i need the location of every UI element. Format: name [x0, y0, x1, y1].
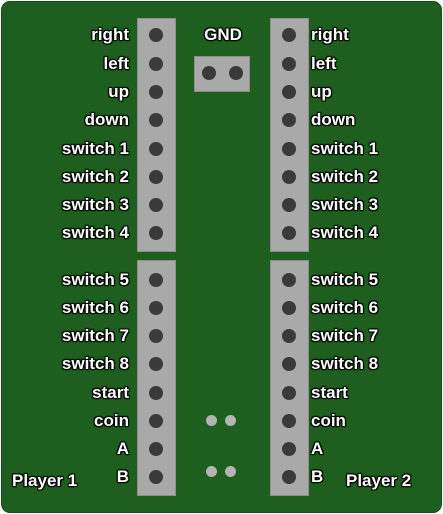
player1-pin-label: right [91, 25, 129, 44]
pin-hole [282, 226, 296, 240]
player2-pin-label: switch 6 [311, 298, 379, 317]
player1-pin-label: switch 1 [61, 139, 129, 158]
gnd-pin-hole [229, 66, 243, 80]
player2-pin-label: switch 5 [311, 270, 379, 289]
player1-pin-label: switch 6 [61, 298, 129, 317]
player1-upper-header [137, 18, 176, 252]
player1-pin-label: left [103, 54, 130, 73]
player2-pin-label: A [311, 439, 324, 458]
player2-pin-label: start [311, 383, 348, 402]
pin-hole [282, 113, 296, 127]
pin-hole [149, 198, 163, 212]
pin-hole [149, 301, 163, 315]
pin-hole [282, 357, 296, 371]
pin-hole [282, 470, 296, 484]
player2-pin-label: switch 8 [311, 354, 379, 373]
solder-pad [225, 466, 236, 477]
player1-pin-label: coin [94, 411, 129, 430]
gnd-pin-hole [202, 66, 216, 80]
pin-hole [149, 170, 163, 184]
player2-pin-label: switch 2 [311, 167, 379, 186]
player2-pin-label: up [311, 82, 332, 101]
player1-pin-label: switch 3 [61, 195, 129, 214]
player2-pin-label: switch 1 [311, 139, 379, 158]
player2-pin-label: coin [311, 411, 346, 430]
player2-pin-label: switch 7 [311, 326, 379, 345]
player1-pin-label: switch 8 [61, 354, 129, 373]
solder-pad [206, 415, 217, 426]
player2-upper-header [270, 18, 309, 252]
pin-hole [149, 28, 163, 42]
pin-hole [149, 57, 163, 71]
player2-pin-label: B [311, 467, 324, 486]
pin-hole [282, 85, 296, 99]
pin-hole [282, 170, 296, 184]
player1-pin-label: start [92, 383, 129, 402]
solder-pad [225, 415, 236, 426]
pin-hole [149, 85, 163, 99]
player2-label: Player 2 [346, 471, 412, 490]
pin-hole [149, 273, 163, 287]
gnd-label: GND [204, 25, 242, 44]
player1-pin-label: switch 7 [61, 326, 129, 345]
pin-hole [282, 198, 296, 212]
pin-hole [282, 414, 296, 428]
player2-lower-header [270, 260, 309, 496]
pin-hole [149, 470, 163, 484]
solder-pad [206, 466, 217, 477]
pin-hole [282, 28, 296, 42]
player1-pin-label: switch 5 [61, 270, 129, 289]
player2-pin-label: switch 4 [311, 223, 379, 242]
pin-hole [282, 301, 296, 315]
pin-hole [149, 226, 163, 240]
player1-pin-label: up [108, 82, 129, 101]
pin-hole [149, 386, 163, 400]
player1-pin-label: switch 2 [61, 167, 129, 186]
pin-hole [282, 386, 296, 400]
pin-hole [282, 142, 296, 156]
pin-hole [149, 442, 163, 456]
player1-lower-header [137, 260, 176, 496]
pin-hole [282, 273, 296, 287]
pin-hole [282, 329, 296, 343]
pin-hole [282, 442, 296, 456]
player2-pin-label: left [311, 54, 337, 73]
player1-label: Player 1 [12, 471, 78, 490]
player2-pin-label: switch 3 [311, 195, 379, 214]
player1-pin-label: A [116, 439, 129, 458]
player1-pin-label: down [84, 110, 129, 129]
pin-hole [149, 414, 163, 428]
player1-pin-label: switch 4 [61, 223, 129, 242]
player2-pin-label: right [311, 25, 349, 44]
pin-hole [149, 357, 163, 371]
player1-pin-label: B [116, 467, 129, 486]
pin-hole [149, 142, 163, 156]
pin-hole [149, 113, 163, 127]
pin-hole [149, 329, 163, 343]
player2-pin-label: down [311, 110, 356, 129]
pin-hole [282, 57, 296, 71]
